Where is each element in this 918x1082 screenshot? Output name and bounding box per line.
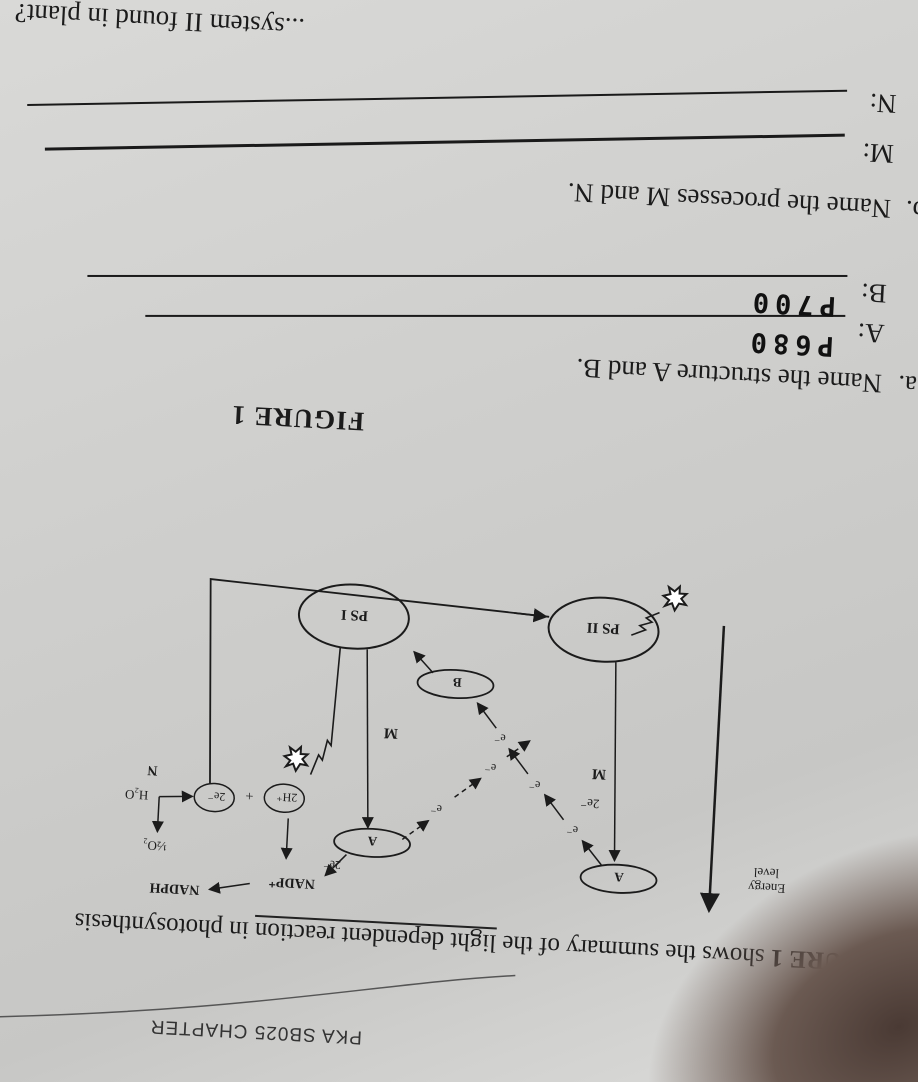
svg-text:A: A <box>367 834 378 850</box>
svg-text:PS I: PS I <box>340 606 368 623</box>
process-m-label-1: M <box>591 765 606 782</box>
answer-b-line[interactable] <box>87 274 848 277</box>
svg-text:e⁻: e⁻ <box>494 731 506 746</box>
answer-b-label: B: <box>860 277 888 310</box>
h-to-nadp-arrow <box>280 818 293 860</box>
cyclic-electron-flow: e⁻ e⁻ <box>401 740 531 841</box>
answer-a-line[interactable] <box>145 314 846 317</box>
axis-label-level: level <box>753 865 779 881</box>
sun-icon <box>661 584 690 613</box>
process-m-label-2: M <box>383 724 398 741</box>
electron-transport-chain: e⁻ e⁻ e⁻ <box>476 701 602 866</box>
answer-m-label: M: <box>861 137 895 170</box>
ps2-node: PS II <box>547 596 660 663</box>
process-n-arrow <box>159 790 194 803</box>
process-m-arrow-2 <box>361 649 374 830</box>
two-electrons-label: 2e⁻ <box>580 796 600 812</box>
svg-text:e⁻: e⁻ <box>566 823 578 838</box>
plus-sign: + <box>245 787 254 802</box>
acceptor-a-node-2: A <box>333 827 411 858</box>
svg-text:e⁻: e⁻ <box>430 802 442 817</box>
a2-to-nadp-arrow <box>324 854 347 877</box>
svg-text:B: B <box>452 675 462 690</box>
svg-text:2e⁻: 2e⁻ <box>207 789 225 804</box>
oxygen-release-arrow <box>151 796 164 834</box>
nadp-electron-label: 2e⁻ <box>323 857 341 872</box>
water-electron-path <box>209 578 550 784</box>
svg-text:2H⁺: 2H⁺ <box>276 790 298 805</box>
two-h-plus-node: 2H⁺ <box>263 783 306 813</box>
ps1-node: PS I <box>297 583 410 650</box>
nadp-plus-label: NADP⁺ <box>268 874 315 891</box>
acceptor-b-node: B <box>416 668 495 700</box>
answer-n-label: N: <box>868 87 898 120</box>
answer-b-handwritten[interactable]: P700 <box>746 285 837 322</box>
answer-a-label: A: <box>856 317 886 349</box>
lightning-icon <box>631 611 660 636</box>
process-m-arrow-1 <box>608 662 621 863</box>
question-a-marker: a. <box>897 369 918 401</box>
sun-icon <box>282 744 311 774</box>
svg-text:A: A <box>613 870 624 886</box>
svg-text:PS II: PS II <box>586 619 620 637</box>
b-to-ps1-arrow <box>413 650 434 674</box>
water-label: H₂O <box>125 787 149 803</box>
process-n-label: N <box>147 762 158 778</box>
question-b-marker: b. <box>904 194 918 226</box>
energy-level-axis: Energy level <box>699 625 786 914</box>
nadph-label: NADPH <box>149 879 200 897</box>
svg-text:e⁻: e⁻ <box>528 778 540 793</box>
two-e-node: 2e⁻ <box>193 782 235 813</box>
answer-a-handwritten[interactable]: P680 <box>744 325 835 362</box>
acceptor-a-node-1: A <box>579 863 658 894</box>
lightning-icon <box>309 647 342 775</box>
half-oxygen-label: ½O₂ <box>143 838 167 854</box>
svg-text:e⁻: e⁻ <box>484 761 496 776</box>
nadp-to-nadph-arrow <box>207 881 250 894</box>
